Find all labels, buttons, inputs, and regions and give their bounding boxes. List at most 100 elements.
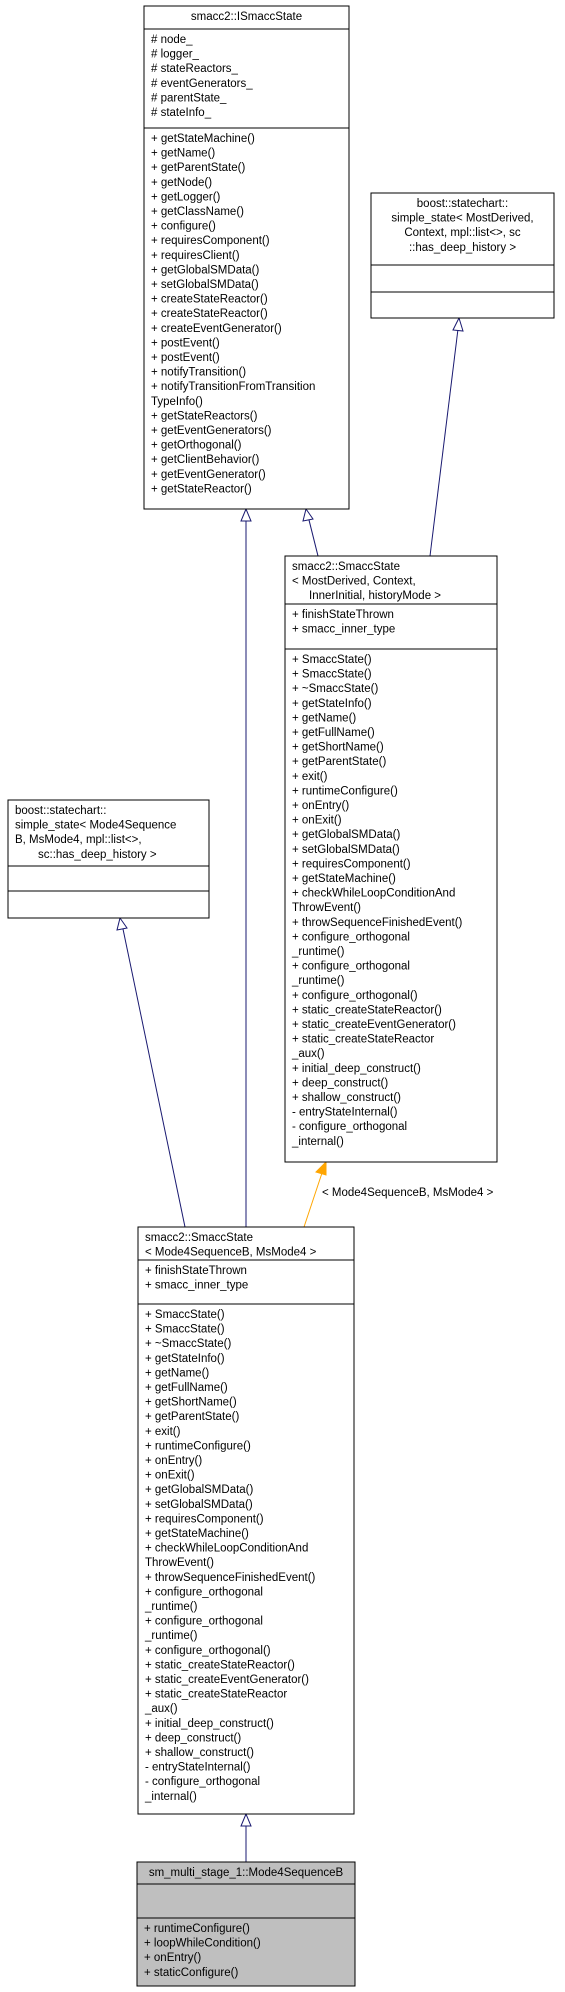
class-method: + createStateReactor() <box>151 308 268 320</box>
class-box-frame <box>284 555 498 1163</box>
class-method: _internal() <box>291 1136 344 1148</box>
class-method: + getClientBehavior() <box>151 454 260 466</box>
class-title-line: B, MsMode4, mpl::list<>, <box>15 834 142 846</box>
class-method: - entryStateInternal() <box>145 1762 251 1774</box>
class-method: + shallow_construct() <box>292 1092 401 1104</box>
class-method: - entryStateInternal() <box>292 1107 398 1119</box>
class-method: + getStateInfo() <box>145 1353 225 1365</box>
class-boxes: smacc2::ISmaccState# node_# logger_# sta… <box>7 5 555 1987</box>
class-method: + getName() <box>145 1367 209 1379</box>
class-title-line: sm_multi_stage_1::Mode4SequenceB <box>149 1867 344 1879</box>
class-attribute: + smacc_inner_type <box>145 1280 248 1292</box>
class-method: _runtime() <box>291 946 345 958</box>
class-method: + deep_construct() <box>145 1732 241 1744</box>
class-title-line: smacc2::SmaccState <box>145 1232 253 1244</box>
class-method: + getParentState() <box>145 1411 239 1423</box>
class-method: _runtime() <box>144 1630 198 1642</box>
class-attribute: + finishStateThrown <box>292 609 394 621</box>
class-title-line: sc::has_deep_history > <box>38 849 157 861</box>
class-method: + runtimeConfigure() <box>292 785 398 797</box>
class-method: + setGlobalSMData() <box>151 279 259 291</box>
class-box-simple-state-generic[interactable]: boost::statechart::simple_state< MostDer… <box>370 192 555 319</box>
class-title-line: simple_state< Mode4Sequence <box>15 820 176 832</box>
class-box-simple-state-mode4[interactable]: boost::statechart::simple_state< Mode4Se… <box>7 799 210 919</box>
class-title-line: Context, mpl::list<>, sc <box>404 227 521 239</box>
class-method: + setGlobalSMData() <box>292 844 400 856</box>
class-attribute: # stateReactors_ <box>151 63 239 75</box>
class-attribute: # eventGenerators_ <box>151 78 253 90</box>
edge-template-instantiation <box>303 1172 323 1228</box>
class-title-line: ::has_deep_history > <box>409 242 516 254</box>
class-method: + getLogger() <box>151 191 221 203</box>
class-method: + configure_orthogonal <box>145 1616 263 1628</box>
class-method: + setGlobalSMData() <box>145 1499 253 1511</box>
class-method: + runtimeConfigure() <box>144 1923 250 1935</box>
class-box-smacc-state-mode4[interactable]: smacc2::SmaccState< Mode4SequenceB, MsMo… <box>137 1226 355 1815</box>
class-method: + getEventGenerator() <box>151 469 266 481</box>
class-title-line: < Mode4SequenceB, MsMode4 > <box>145 1247 317 1259</box>
class-method: + configure_orthogonal() <box>145 1645 271 1657</box>
class-method: + SmaccState() <box>145 1324 225 1336</box>
class-method: ThrowEvent() <box>292 902 361 914</box>
class-method: + throwSequenceFinishedEvent() <box>145 1572 316 1584</box>
class-box-smacc-state-generic[interactable]: smacc2::SmaccState< MostDerived, Context… <box>284 555 498 1163</box>
class-method: + static_createStateReactor <box>145 1689 287 1701</box>
class-method: _aux() <box>291 1048 325 1060</box>
class-method: + deep_construct() <box>292 1077 388 1089</box>
class-method: + initial_deep_construct() <box>292 1063 421 1075</box>
class-title-line: boost::statechart:: <box>15 805 106 817</box>
class-method: + static_createStateReactor <box>292 1034 434 1046</box>
class-attribute: # parentState_ <box>151 92 227 104</box>
class-attribute: + finishStateThrown <box>145 1265 247 1277</box>
class-method: + loopWhileCondition() <box>144 1938 261 1950</box>
class-method: + postEvent() <box>151 352 220 364</box>
class-box-frame <box>136 1861 356 1987</box>
class-method: + getStateReactor() <box>151 483 252 495</box>
edge-smaccstate-generic-to-simplestate-generic <box>429 328 459 557</box>
arrowhead-icon <box>116 916 128 931</box>
class-method: + requiresClient() <box>151 250 240 262</box>
class-box-mode4-sequence-b[interactable]: sm_multi_stage_1::Mode4SequenceB+ runtim… <box>136 1861 356 1987</box>
class-method: - configure_orthogonal <box>292 1121 407 1133</box>
class-box-ismacc-state[interactable]: smacc2::ISmaccState# node_# logger_# sta… <box>143 5 350 510</box>
class-method: + configure_orthogonal <box>292 931 410 943</box>
class-method: + onExit() <box>145 1470 195 1482</box>
class-method: + SmaccState() <box>292 669 372 681</box>
class-method: + static_createStateReactor() <box>292 1004 442 1016</box>
class-method: - configure_orthogonal <box>145 1776 260 1788</box>
class-method: + getStateInfo() <box>292 698 372 710</box>
class-method: ThrowEvent() <box>145 1557 214 1569</box>
class-method: + getGlobalSMData() <box>292 829 401 841</box>
arrowhead-icon <box>302 507 314 522</box>
class-attribute: # logger_ <box>151 49 200 61</box>
class-method: + SmaccState() <box>292 654 372 666</box>
class-method: + ~SmaccState() <box>145 1338 231 1350</box>
class-attribute: # node_ <box>151 34 193 46</box>
class-method: + getStateMachine() <box>292 873 396 885</box>
class-attribute: # stateInfo_ <box>151 107 212 119</box>
class-method: + getFullName() <box>292 727 375 739</box>
arrowhead-icon <box>452 316 464 332</box>
class-method: + getFullName() <box>145 1382 228 1394</box>
class-method: + getParentState() <box>292 756 386 768</box>
class-method: _internal() <box>144 1791 197 1803</box>
class-method: + static_createEventGenerator() <box>292 1019 456 1031</box>
class-method: + getClassName() <box>151 206 244 218</box>
class-method: + static_createEventGenerator() <box>145 1674 309 1686</box>
class-method: + checkWhileLoopConditionAnd <box>292 888 455 900</box>
class-method: + ~SmaccState() <box>292 683 378 695</box>
class-method: + getGlobalSMData() <box>151 264 260 276</box>
inheritance-edges <box>116 316 464 1862</box>
class-title-line: < MostDerived, Context, <box>292 576 416 588</box>
class-method: + getNode() <box>151 177 212 189</box>
arrowhead-icon <box>240 1812 252 1827</box>
class-method: + configure_orthogonal <box>145 1586 263 1598</box>
class-method: + getName() <box>151 148 215 160</box>
class-method: + runtimeConfigure() <box>145 1440 251 1452</box>
class-method: + requiresComponent() <box>145 1513 264 1525</box>
class-method: + requiresComponent() <box>292 858 411 870</box>
class-box-frame <box>370 192 555 319</box>
class-method: + configure_orthogonal <box>292 961 410 973</box>
class-method: + getStateMachine() <box>145 1528 249 1540</box>
